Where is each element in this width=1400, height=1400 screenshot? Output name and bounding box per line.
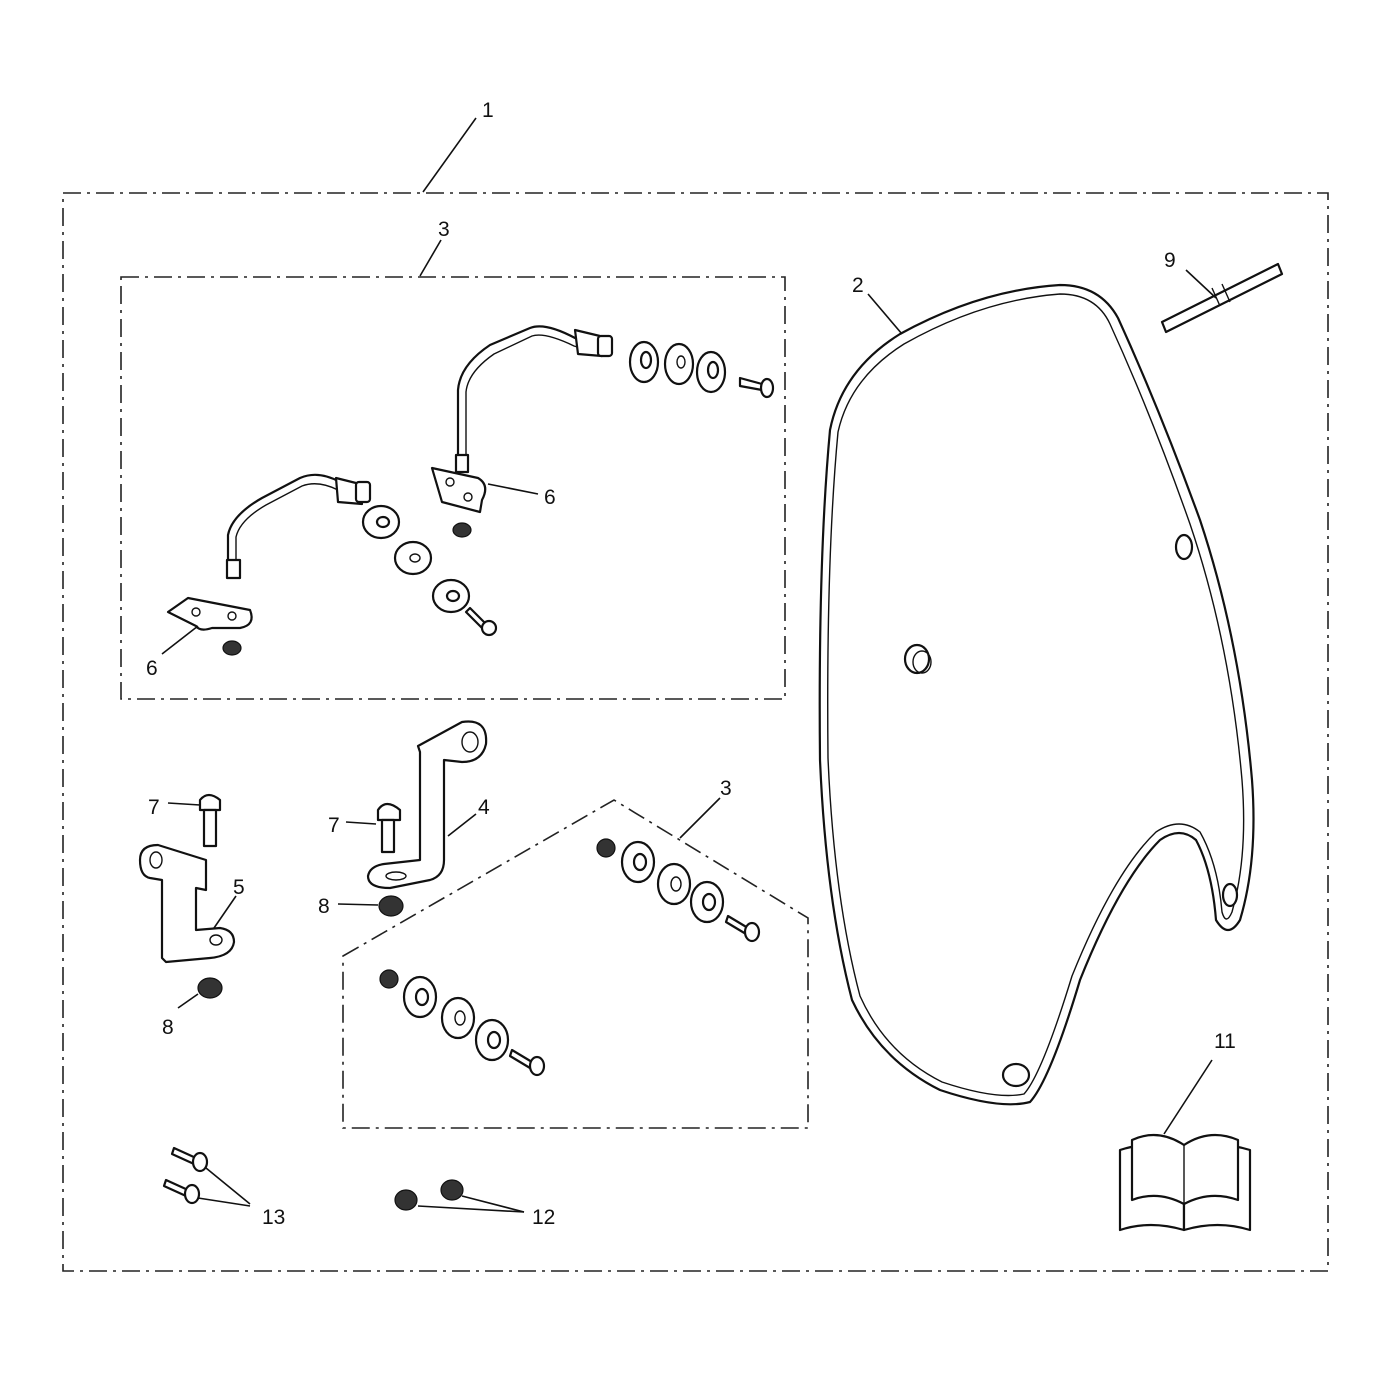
callout-11: 11 bbox=[1214, 1030, 1236, 1053]
bolt-7-right bbox=[376, 802, 402, 854]
mount-bracket-6-lower bbox=[166, 596, 253, 656]
callout-3-lower: 3 bbox=[720, 777, 732, 800]
leader-12-a bbox=[417, 1205, 525, 1213]
leader-1 bbox=[422, 117, 477, 193]
callout-7-right: 7 bbox=[328, 814, 340, 837]
leader-2 bbox=[867, 293, 903, 335]
leader-13-b bbox=[197, 1197, 251, 1207]
callout-6-upper: 6 bbox=[544, 486, 556, 509]
stay-rod-upper bbox=[454, 325, 614, 474]
leader-5 bbox=[213, 895, 237, 929]
instruction-booklet bbox=[1118, 1133, 1252, 1232]
callout-9: 9 bbox=[1164, 249, 1176, 272]
mount-bracket-6-upper bbox=[430, 466, 487, 538]
callout-1: 1 bbox=[482, 99, 494, 122]
stay-rod-lower bbox=[225, 473, 372, 580]
callout-12: 12 bbox=[532, 1206, 555, 1229]
nut-12-left bbox=[394, 1189, 418, 1211]
callout-4: 4 bbox=[478, 796, 490, 819]
nut-8-left bbox=[197, 977, 223, 999]
leader-6-lower bbox=[161, 625, 199, 655]
leader-12-b bbox=[461, 1195, 525, 1213]
leader-7-left bbox=[167, 802, 201, 806]
screws-13 bbox=[162, 1146, 209, 1205]
nut-8-right bbox=[378, 895, 404, 917]
callout-6-lower: 6 bbox=[146, 657, 158, 680]
bracket-5 bbox=[138, 843, 236, 964]
upper-mount-kit-boundary bbox=[120, 276, 786, 700]
callout-13: 13 bbox=[262, 1206, 285, 1229]
callout-2: 2 bbox=[852, 274, 864, 297]
leader-6-upper bbox=[487, 483, 539, 495]
leader-8-right bbox=[337, 903, 379, 906]
washer-stack-lower-kit-upper bbox=[596, 838, 761, 943]
leader-8-left bbox=[177, 993, 199, 1009]
leader-11 bbox=[1163, 1059, 1213, 1135]
lower-mount-kit-boundary bbox=[342, 799, 809, 1129]
adhesive-strip bbox=[1160, 262, 1284, 334]
callout-7-left: 7 bbox=[148, 796, 160, 819]
bolt-7-left bbox=[198, 793, 222, 848]
callout-8-left: 8 bbox=[162, 1016, 174, 1039]
leader-3-upper bbox=[419, 239, 442, 277]
washer-stack-upper-kit-lower bbox=[361, 504, 498, 637]
leader-13-a bbox=[205, 1167, 251, 1205]
callout-5: 5 bbox=[233, 876, 245, 899]
nut-12-right bbox=[440, 1179, 464, 1201]
callout-8-right: 8 bbox=[318, 895, 330, 918]
leader-4 bbox=[447, 813, 477, 837]
leader-9 bbox=[1185, 269, 1217, 299]
windscreen bbox=[818, 283, 1255, 1106]
bracket-4 bbox=[366, 720, 488, 890]
leader-7-right bbox=[345, 821, 377, 825]
washer-stack-lower-kit-lower bbox=[379, 969, 546, 1077]
leader-3-lower bbox=[679, 797, 721, 839]
callout-3-upper: 3 bbox=[438, 218, 450, 241]
kit-boundary bbox=[62, 192, 1329, 1272]
washer-stack-upper bbox=[628, 340, 775, 399]
